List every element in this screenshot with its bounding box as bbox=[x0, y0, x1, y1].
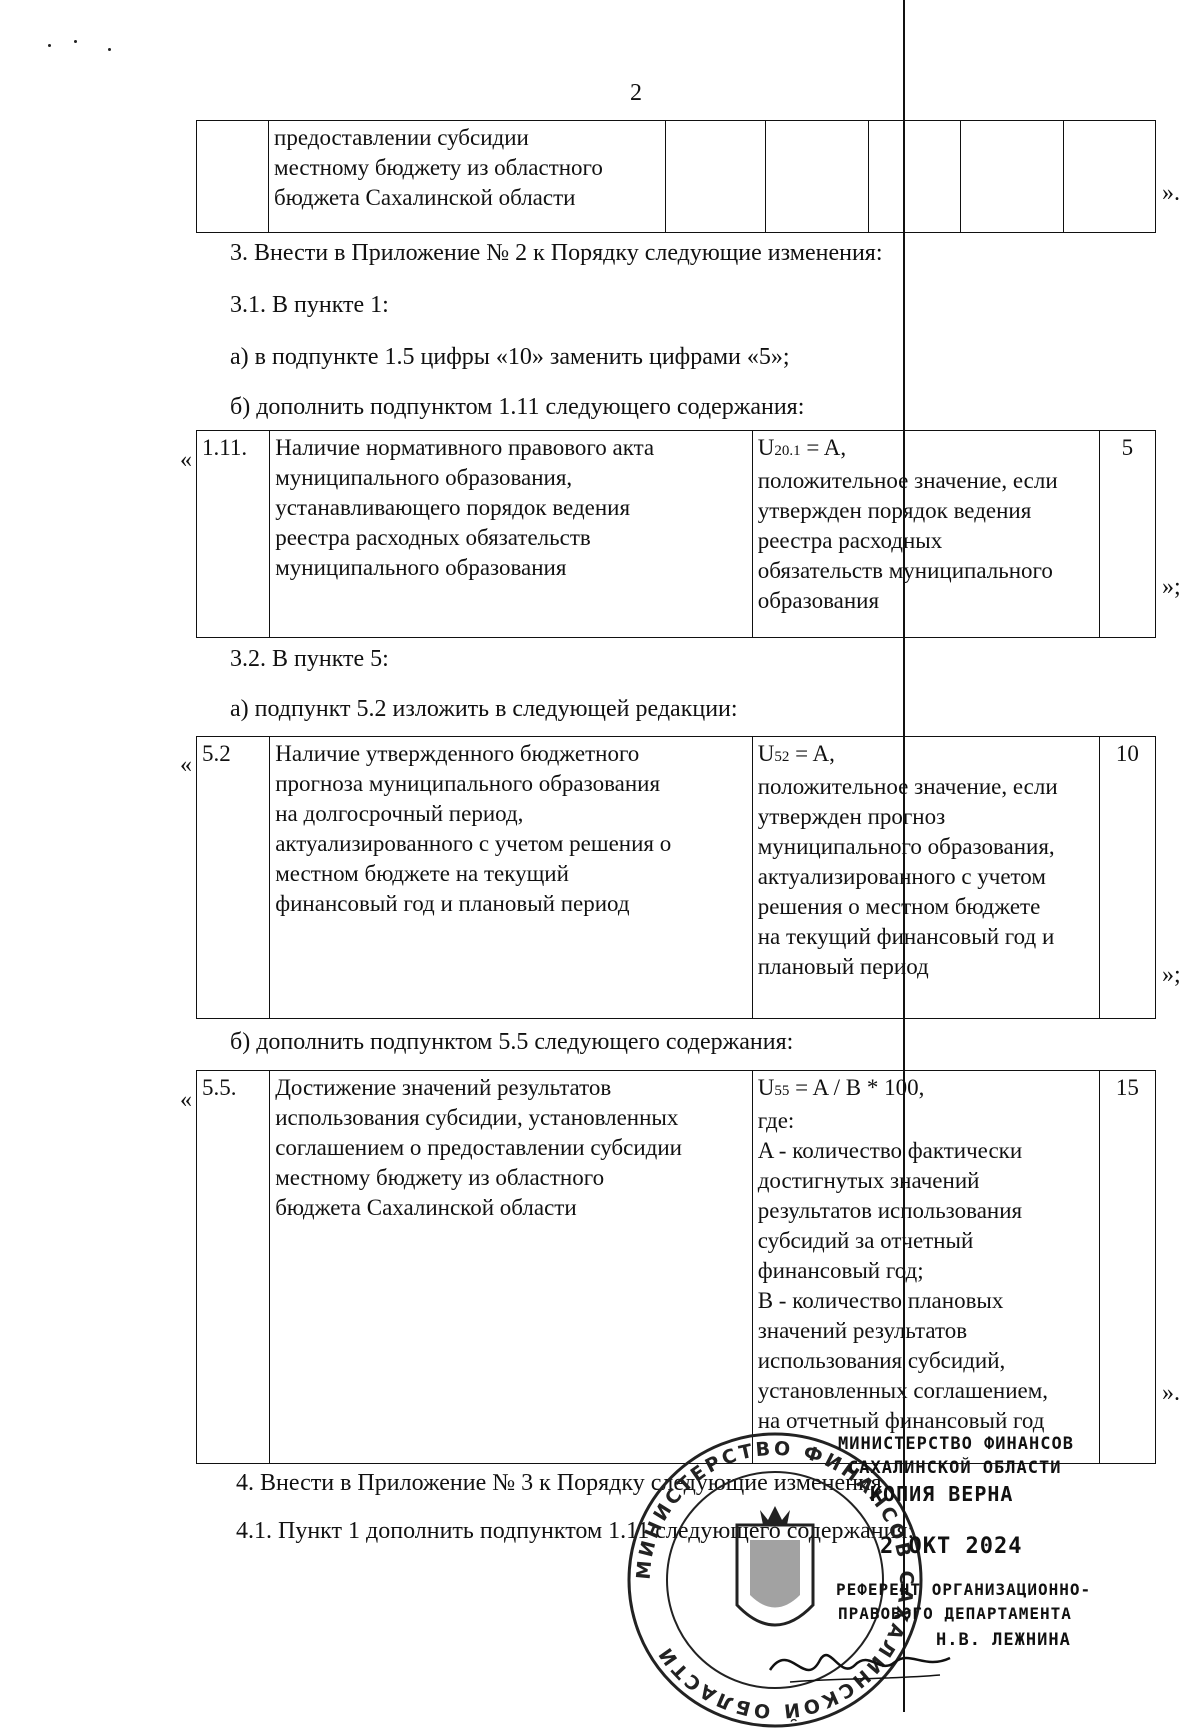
opening-quote: « bbox=[180, 1087, 192, 1113]
stamp-copy-verified: КОПИЯ ВЕРНА bbox=[870, 1482, 1014, 1506]
text-line: Наличие нормативного правового акта bbox=[275, 435, 655, 460]
paragraph-3: 3. Внести в Приложение № 2 к Порядку сле… bbox=[230, 240, 883, 266]
text-line: значений результатов bbox=[757, 1318, 968, 1343]
text-line: актуализированного с учетом решения о bbox=[275, 831, 672, 856]
text-line: устанавливающего порядок ведения bbox=[275, 495, 631, 520]
table-row-5-2: 5.2 Наличие утвержденного бюджетного про… bbox=[195, 736, 1157, 1019]
text-line: прогноза муниципального образования bbox=[275, 771, 661, 796]
text-line: достигнутых значений bbox=[757, 1168, 980, 1193]
stamp-date: 2 ОКТ 2024 bbox=[880, 1534, 1023, 1559]
cell-formula: U55 = A / B * 100, где: A - количество ф… bbox=[751, 1070, 1100, 1464]
cell-empty bbox=[664, 120, 767, 233]
paragraph-3-2-b: б) дополнить подпунктом 5.5 следующего с… bbox=[230, 1029, 794, 1055]
text-line: муниципального образования, bbox=[757, 834, 1055, 859]
text-line: на отчетный финансовый год bbox=[757, 1408, 1045, 1433]
text-line: финансовый год; bbox=[757, 1258, 924, 1283]
paragraph-3-1-b: б) дополнить подпунктом 1.11 следующего … bbox=[230, 394, 805, 420]
text-line: муниципального образования, bbox=[275, 465, 573, 490]
table-row-1-11: 1.11. Наличие нормативного правового акт… bbox=[195, 430, 1157, 638]
cell-number: 5.5. bbox=[195, 1070, 271, 1464]
cell-indicator-name: Достижение значений результатов использо… bbox=[269, 1070, 753, 1464]
paragraph-4: 4. Внести в Приложение № 3 к Порядку сле… bbox=[236, 1470, 882, 1496]
text-line: реестра расходных bbox=[757, 528, 943, 553]
cell-formula: U20.1 = A, положительное значение, если … bbox=[751, 430, 1100, 638]
text-line: финансовый год и плановый период bbox=[275, 891, 630, 916]
handwritten-signature bbox=[768, 1653, 951, 1683]
text-line: где: bbox=[757, 1108, 795, 1133]
text-line: местному бюджету из областного bbox=[275, 1165, 605, 1190]
cell-empty bbox=[960, 120, 1064, 233]
text-line: использования субсидии, установленных bbox=[275, 1105, 679, 1130]
cell-empty bbox=[1062, 120, 1157, 233]
closing-quote: »; bbox=[1162, 574, 1181, 600]
text-line: использования субсидий, bbox=[757, 1348, 1006, 1373]
paragraph-3-1: 3.1. В пункте 1: bbox=[230, 292, 389, 318]
closing-quote: ». bbox=[1162, 180, 1180, 206]
text-line: субсидий за отчетный bbox=[757, 1228, 974, 1253]
cell-indicator-name: Наличие утвержденного бюджетного прогноз… bbox=[269, 736, 753, 1019]
text-line: установленных соглашением, bbox=[757, 1378, 1049, 1403]
text-line: Достижение значений результатов bbox=[275, 1075, 612, 1100]
formula-head: U52 = A, bbox=[757, 741, 835, 766]
text-line: положительное значение, если bbox=[757, 468, 1058, 493]
text-line: результатов использования bbox=[757, 1198, 1023, 1223]
table-row-5-5: 5.5. Достижение значений результатов исп… bbox=[195, 1070, 1157, 1464]
text-line: бюджета Сахалинской области bbox=[275, 1195, 577, 1220]
opening-quote: « bbox=[180, 752, 192, 778]
cell-score: 10 bbox=[1098, 736, 1157, 1019]
text-line: обязательств муниципального bbox=[757, 558, 1053, 583]
cell-score: 5 bbox=[1098, 430, 1157, 638]
cell-empty bbox=[867, 120, 962, 233]
text-line: муниципального образования bbox=[275, 555, 567, 580]
paragraph-3-1-a: а) в подпункте 1.5 цифры «10» заменить ц… bbox=[230, 344, 790, 370]
text-line: образования bbox=[757, 588, 880, 613]
text-line: A - количество фактически bbox=[757, 1138, 1023, 1163]
stamp-position-line2: ПРАВОВОГО ДЕПАРТАМЕНТА bbox=[838, 1604, 1072, 1623]
text-line: утвержден порядок ведения bbox=[757, 498, 1032, 523]
text-line: утвержден прогноз bbox=[757, 804, 946, 829]
text-line: соглашением о предоставлении субсидии bbox=[275, 1135, 682, 1160]
cell-number: 1.11. bbox=[195, 430, 271, 638]
paragraph-4-1: 4.1. Пункт 1 дополнить подпунктом 1.11 с… bbox=[236, 1518, 915, 1544]
paragraph-3-2: 3.2. В пункте 5: bbox=[230, 646, 389, 672]
closing-quote: »; bbox=[1162, 962, 1181, 988]
stamp-signer-name: Н.В. ЛЕЖНИНА bbox=[936, 1630, 1071, 1650]
text-line: предоставлении субсидии bbox=[274, 125, 529, 150]
text-line: бюджета Сахалинской области bbox=[274, 185, 576, 210]
cell-formula: U52 = A, положительное значение, если ут… bbox=[751, 736, 1100, 1019]
scan-fold-line bbox=[903, 0, 905, 1712]
coat-of-arms-shield-icon bbox=[735, 1523, 815, 1627]
stamp-line-ministry: МИНИСТЕРСТВО ФИНАНСОВ bbox=[838, 1434, 1074, 1454]
stamp-line-region: САХАЛИНСКОЙ ОБЛАСТИ bbox=[848, 1458, 1062, 1478]
opening-quote: « bbox=[180, 447, 192, 473]
formula-head: U55 = A / B * 100, bbox=[757, 1075, 925, 1100]
continued-table: предоставлении субсидии местному бюджету… bbox=[195, 120, 1157, 233]
text-line: B - количество плановых bbox=[757, 1288, 1004, 1313]
paragraph-3-2-a: а) подпункт 5.2 изложить в следующей ред… bbox=[230, 696, 738, 722]
text-line: положительное значение, если bbox=[757, 774, 1058, 799]
text-line: Наличие утвержденного бюджетного bbox=[275, 741, 640, 766]
text-line: местном бюджете на текущий bbox=[275, 861, 569, 886]
text-line: решения о местном бюджете bbox=[757, 894, 1041, 919]
cell-indicator-name: Наличие нормативного правового акта муни… bbox=[269, 430, 753, 638]
text-line: актуализированного с учетом bbox=[757, 864, 1046, 889]
cell-score: 15 bbox=[1098, 1070, 1157, 1464]
closing-quote: ». bbox=[1162, 1380, 1180, 1406]
formula-head: U20.1 = A, bbox=[757, 435, 847, 460]
text-line: на долгосрочный период, bbox=[275, 801, 524, 826]
stamp-position-line1: РЕФЕРЕНТ ОРГАНИЗАЦИОННО- bbox=[836, 1580, 1092, 1599]
cell-empty bbox=[765, 120, 869, 233]
cell-continued-text: предоставлении субсидии местному бюджету… bbox=[268, 120, 666, 233]
cell-empty bbox=[195, 120, 270, 233]
text-line: плановый период bbox=[757, 954, 929, 979]
crown-icon bbox=[760, 1506, 790, 1525]
text-line: на текущий финансовый год и bbox=[757, 924, 1055, 949]
text-line: реестра расходных обязательств bbox=[275, 525, 591, 550]
page-number: 2 bbox=[630, 80, 642, 106]
cell-number: 5.2 bbox=[195, 736, 271, 1019]
text-line: местному бюджету из областного bbox=[274, 155, 603, 180]
